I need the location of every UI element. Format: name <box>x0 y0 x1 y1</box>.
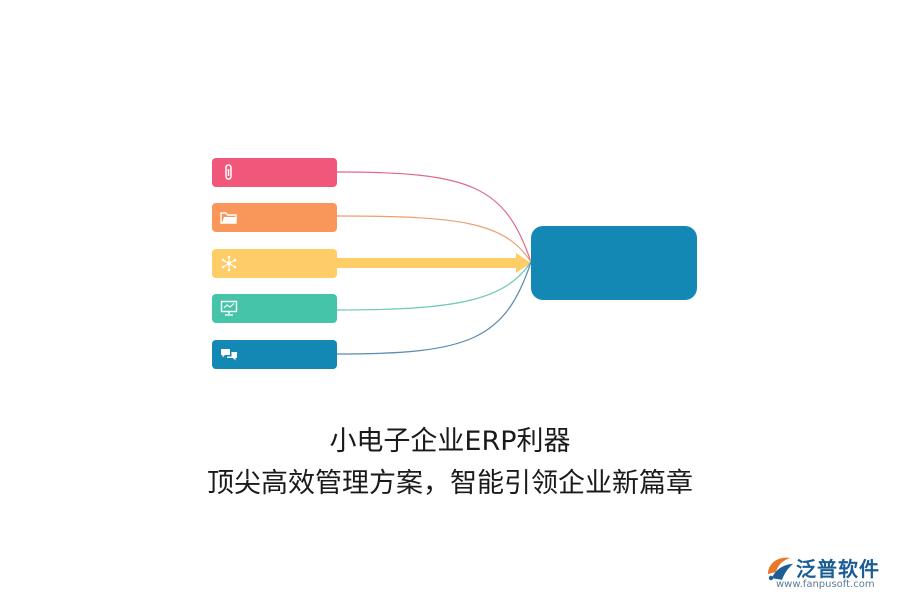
logo: 泛普软件 www.fanpusoft.com <box>762 552 894 596</box>
paperclip-icon <box>220 164 238 181</box>
title-line-2: 顶尖高效管理方案，智能引领企业新篇章 <box>207 468 693 499</box>
tag-2 <box>212 203 337 232</box>
folder-icon <box>220 209 238 226</box>
tag-1 <box>212 158 337 187</box>
connector-1 <box>336 171 532 263</box>
network-icon <box>220 255 238 272</box>
logo-mark-icon <box>762 552 796 584</box>
title-line-1: 小电子企业ERP利器 <box>329 426 571 457</box>
arrow-head <box>516 253 531 273</box>
connector-5 <box>336 261 532 355</box>
logo-url: www.fanpusoft.com <box>776 579 875 590</box>
connector-2 <box>336 215 532 263</box>
tag-3 <box>212 249 337 278</box>
target-box <box>531 226 697 300</box>
logo-name: 泛普软件 <box>796 557 880 581</box>
chat-bubbles-icon <box>220 346 238 363</box>
presentation-icon <box>220 300 238 317</box>
tag-4 <box>212 294 337 323</box>
connector-4 <box>336 261 532 311</box>
tag-5 <box>212 340 337 369</box>
